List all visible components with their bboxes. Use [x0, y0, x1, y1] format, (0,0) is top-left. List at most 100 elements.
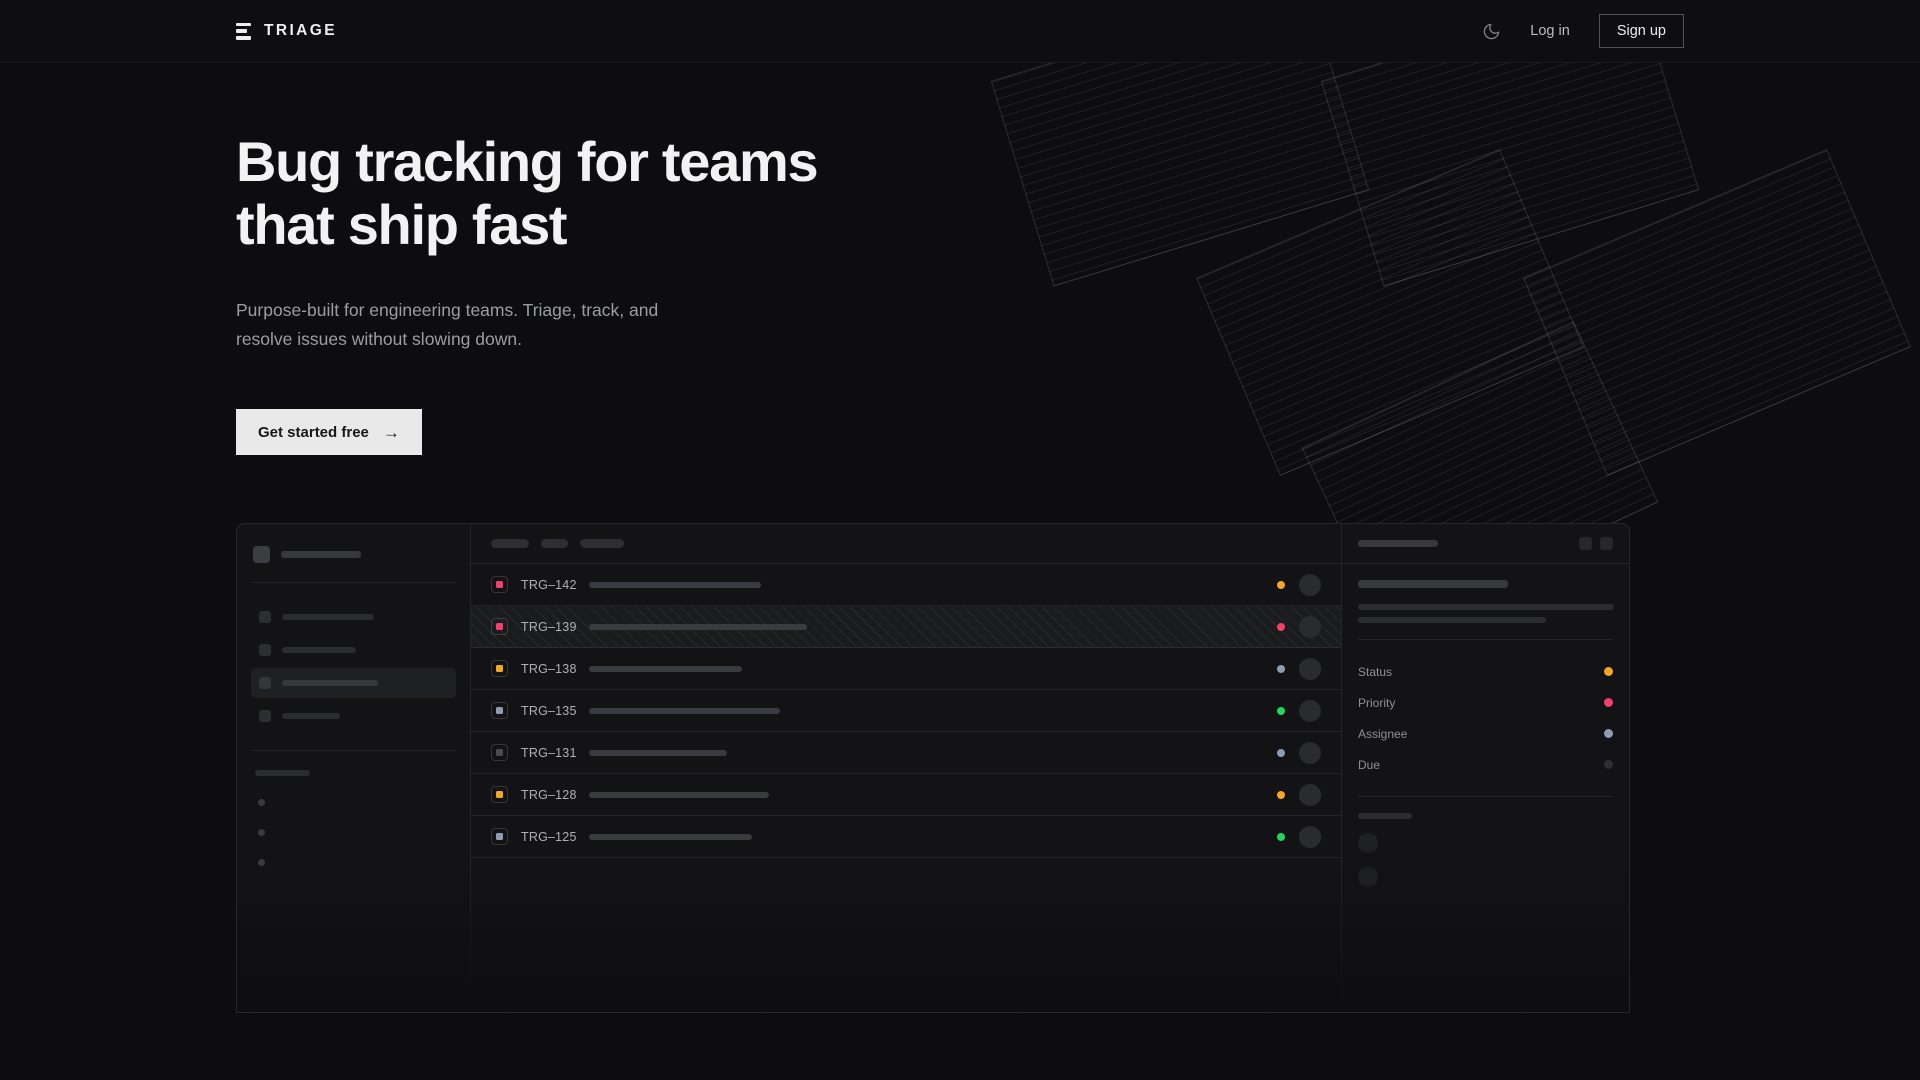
sidebar-divider	[251, 582, 456, 584]
issue-id: TRG–139	[521, 619, 577, 634]
issue-row-meta	[1277, 699, 1321, 722]
nav-item-icon	[259, 677, 271, 690]
status-badge	[1277, 748, 1285, 757]
nav-item-icon	[259, 644, 271, 657]
issue-id: TRG–142	[521, 577, 577, 592]
toolbar-filter-chip[interactable]	[491, 539, 529, 549]
issue-row-meta	[1277, 657, 1321, 680]
detail-meta-row[interactable]: Priority	[1358, 687, 1613, 718]
detail-meta-row[interactable]: Assignee	[1358, 718, 1613, 749]
status-badge	[1277, 832, 1285, 841]
detail-meta-label: Assignee	[1358, 726, 1408, 741]
issue-row-meta	[1277, 783, 1321, 806]
avatar	[1299, 615, 1321, 638]
issue-list-toolbar	[471, 524, 1341, 565]
issue-row[interactable]: TRG–131	[471, 732, 1341, 775]
triage-bars-icon	[236, 22, 251, 40]
get-started-button[interactable]: Get started free →	[236, 409, 422, 456]
issue-type-icon	[491, 786, 508, 804]
detail-action-2-button[interactable]	[1600, 537, 1613, 551]
issue-id: TRG–128	[521, 787, 577, 802]
sidebar-secondary-section	[251, 770, 456, 867]
detail-meta-row[interactable]: Due	[1358, 749, 1613, 780]
sidebar-nav-item[interactable]	[251, 602, 456, 632]
detail-panel-actions	[1579, 537, 1613, 551]
issue-row[interactable]: TRG–142	[471, 564, 1341, 607]
workspace-avatar	[253, 546, 270, 564]
avatar	[1299, 573, 1321, 596]
detail-title-skeleton	[1358, 540, 1438, 548]
status-badge	[1277, 706, 1285, 715]
moon-icon[interactable]	[1482, 22, 1501, 41]
issue-row-meta	[1277, 825, 1321, 848]
issue-id: TRG–131	[521, 745, 577, 760]
header-actions: Log in Sign up	[1482, 14, 1684, 48]
nav-item-label-skeleton	[282, 713, 340, 720]
detail-text-skeleton	[1358, 617, 1546, 624]
status-badge	[1277, 790, 1285, 799]
toolbar-filter-chip[interactable]	[580, 539, 624, 549]
detail-meta-row[interactable]: Status	[1358, 656, 1613, 687]
nav-item-label-skeleton	[282, 680, 378, 687]
cta-label: Get started free	[258, 423, 369, 441]
sidebar-divider	[251, 750, 456, 752]
detail-action-1-button[interactable]	[1579, 537, 1592, 551]
detail-meta-value-dot	[1604, 729, 1613, 739]
login-link[interactable]: Log in	[1530, 23, 1570, 39]
sidebar-nav-item[interactable]	[251, 635, 456, 665]
hero-subhead: Purpose-built for engineering teams. Tri…	[236, 300, 659, 349]
issue-type-icon	[491, 576, 508, 594]
hero-section: Bug tracking for teams that ship fast Pu…	[236, 63, 1920, 456]
mockup-sidebar	[237, 524, 471, 1013]
site-header: TRIAGE Log in Sign up	[0, 0, 1920, 63]
detail-activity-label-skeleton	[1358, 813, 1412, 820]
nav-item-label-skeleton	[282, 614, 374, 621]
sidebar-section-label-skeleton	[255, 770, 310, 777]
issue-title-skeleton	[589, 749, 727, 756]
issue-row[interactable]: TRG–138	[471, 648, 1341, 691]
avatar	[1358, 867, 1378, 888]
issue-row-meta	[1277, 615, 1321, 638]
avatar	[1358, 833, 1378, 854]
issue-row[interactable]: TRG–139	[471, 606, 1341, 649]
nav-item-icon	[259, 611, 271, 624]
issue-title-skeleton	[589, 833, 752, 840]
issue-row[interactable]: TRG–135	[471, 690, 1341, 733]
sidebar-mini-item[interactable]	[258, 829, 265, 837]
issue-title-skeleton	[589, 581, 761, 588]
detail-divider	[1358, 796, 1613, 798]
issue-type-icon	[491, 828, 508, 846]
issue-row[interactable]: TRG–128	[471, 774, 1341, 817]
avatar	[1299, 699, 1321, 722]
status-badge	[1277, 580, 1285, 589]
issue-row-meta	[1277, 573, 1321, 596]
detail-meta-value-dot	[1604, 760, 1613, 770]
detail-divider	[1358, 639, 1613, 641]
issue-title-skeleton	[589, 791, 769, 798]
sidebar-workspace-header[interactable]	[251, 542, 456, 564]
detail-meta-label: Status	[1358, 664, 1393, 679]
avatar	[1299, 783, 1321, 806]
sidebar-mini-item[interactable]	[258, 859, 265, 867]
toolbar-filter-chip[interactable]	[541, 539, 568, 549]
status-badge	[1277, 664, 1285, 673]
sidebar-nav-item[interactable]	[251, 668, 456, 699]
issue-id: TRG–138	[521, 661, 577, 676]
issue-row[interactable]: TRG–125	[471, 816, 1341, 859]
issue-type-icon	[491, 660, 508, 678]
issue-title-skeleton	[589, 665, 742, 672]
sidebar-nav-item[interactable]	[251, 701, 456, 731]
sidebar-mini-item[interactable]	[258, 799, 265, 807]
issue-id: TRG–135	[521, 703, 577, 718]
issue-id: TRG–125	[521, 829, 577, 844]
nav-item-label-skeleton	[282, 647, 356, 654]
issue-type-icon	[491, 702, 508, 720]
signup-button[interactable]: Sign up	[1598, 14, 1684, 48]
logo-text: TRIAGE	[264, 22, 337, 39]
avatar	[1299, 825, 1321, 848]
brand-logo[interactable]: TRIAGE	[236, 22, 337, 40]
detail-meta-value-dot	[1604, 667, 1613, 677]
